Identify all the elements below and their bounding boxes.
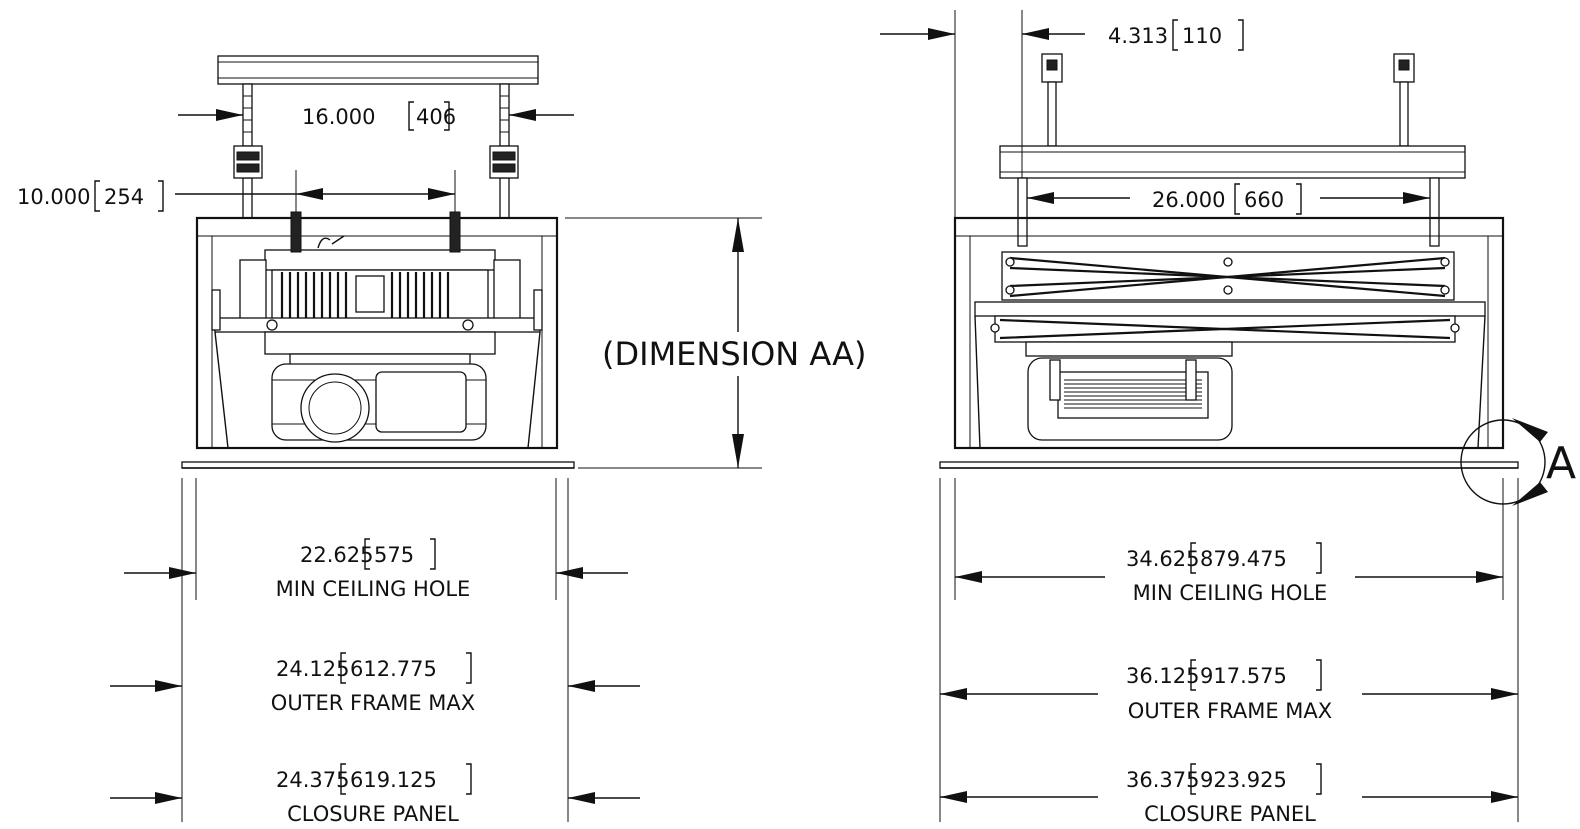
left-top-spacing-mm: 406 <box>416 105 456 129</box>
right-view <box>939 53 1519 469</box>
right-min-hole-label: MIN CEILING HOLE <box>1133 581 1328 605</box>
dimension-aa-label: (DIMENSION AA) <box>602 335 867 373</box>
left-threaded-rods <box>242 83 510 219</box>
left-top-plate <box>217 55 539 85</box>
right-closure-label: CLOSURE PANEL <box>1144 802 1316 826</box>
right-scissor-lift <box>974 251 1486 449</box>
left-dim-rod-spacing: 10.000 254 <box>17 170 456 212</box>
right-closure-mm: 923.925 <box>1200 768 1287 792</box>
left-outer-frame-label: OUTER FRAME MAX <box>271 691 475 715</box>
left-outer-frame-value: 24.125 <box>276 657 349 681</box>
right-outer-frame-value: 36.125 <box>1126 664 1199 688</box>
right-width-dims: 34.625 879.475 MIN CEILING HOLE 36.125 9… <box>939 478 1519 826</box>
right-rod-spacing-mm: 660 <box>1244 188 1284 212</box>
left-min-hole-value: 22.625 <box>300 543 373 567</box>
right-top-plate <box>999 145 1466 179</box>
right-closure-value: 36.375 <box>1126 768 1199 792</box>
right-offset-value: 4.313 <box>1108 24 1168 48</box>
left-width-dims: 22.625 575 MIN CEILING HOLE 24.125 612.7… <box>110 478 640 826</box>
left-dim-top-spacing: 16.000 406 <box>178 101 574 131</box>
left-projector <box>271 353 487 443</box>
right-min-hole-mm: 879.475 <box>1200 547 1287 571</box>
dim-aa: (DIMENSION AA) <box>565 217 880 469</box>
left-closure-mm: 619.125 <box>350 768 437 792</box>
right-projector <box>1027 357 1233 441</box>
left-min-hole-label: MIN CEILING HOLE <box>276 577 471 601</box>
left-lift-mechanism <box>211 211 543 449</box>
right-dim-rod-spacing: 26.000 660 <box>1027 183 1430 215</box>
left-closure-value: 24.375 <box>276 768 349 792</box>
left-frame <box>195 216 559 450</box>
left-min-hole-mm: 575 <box>374 543 414 567</box>
right-dim-offset: 4.313 110 <box>880 10 1244 218</box>
left-couplers <box>233 145 519 179</box>
right-closure-panel <box>939 461 1519 469</box>
right-outer-frame-label: OUTER FRAME MAX <box>1128 699 1332 723</box>
right-hanging-brackets <box>1041 53 1415 147</box>
left-rod-spacing-mm: 254 <box>104 185 144 209</box>
right-offset-mm: 110 <box>1182 24 1222 48</box>
left-outer-frame-mm: 612.775 <box>350 657 437 681</box>
left-closure-panel <box>181 461 575 469</box>
left-closure-label: CLOSURE PANEL <box>287 802 459 826</box>
detail-a-letter: A <box>1546 438 1576 489</box>
right-min-hole-value: 34.625 <box>1126 547 1199 571</box>
right-frame <box>953 216 1505 450</box>
left-view <box>181 55 575 469</box>
right-rod-spacing-value: 26.000 <box>1152 188 1225 212</box>
left-top-spacing-value: 16.000 <box>302 105 375 129</box>
left-rod-spacing-value: 10.000 <box>17 185 90 209</box>
right-outer-frame-mm: 917.575 <box>1200 664 1287 688</box>
